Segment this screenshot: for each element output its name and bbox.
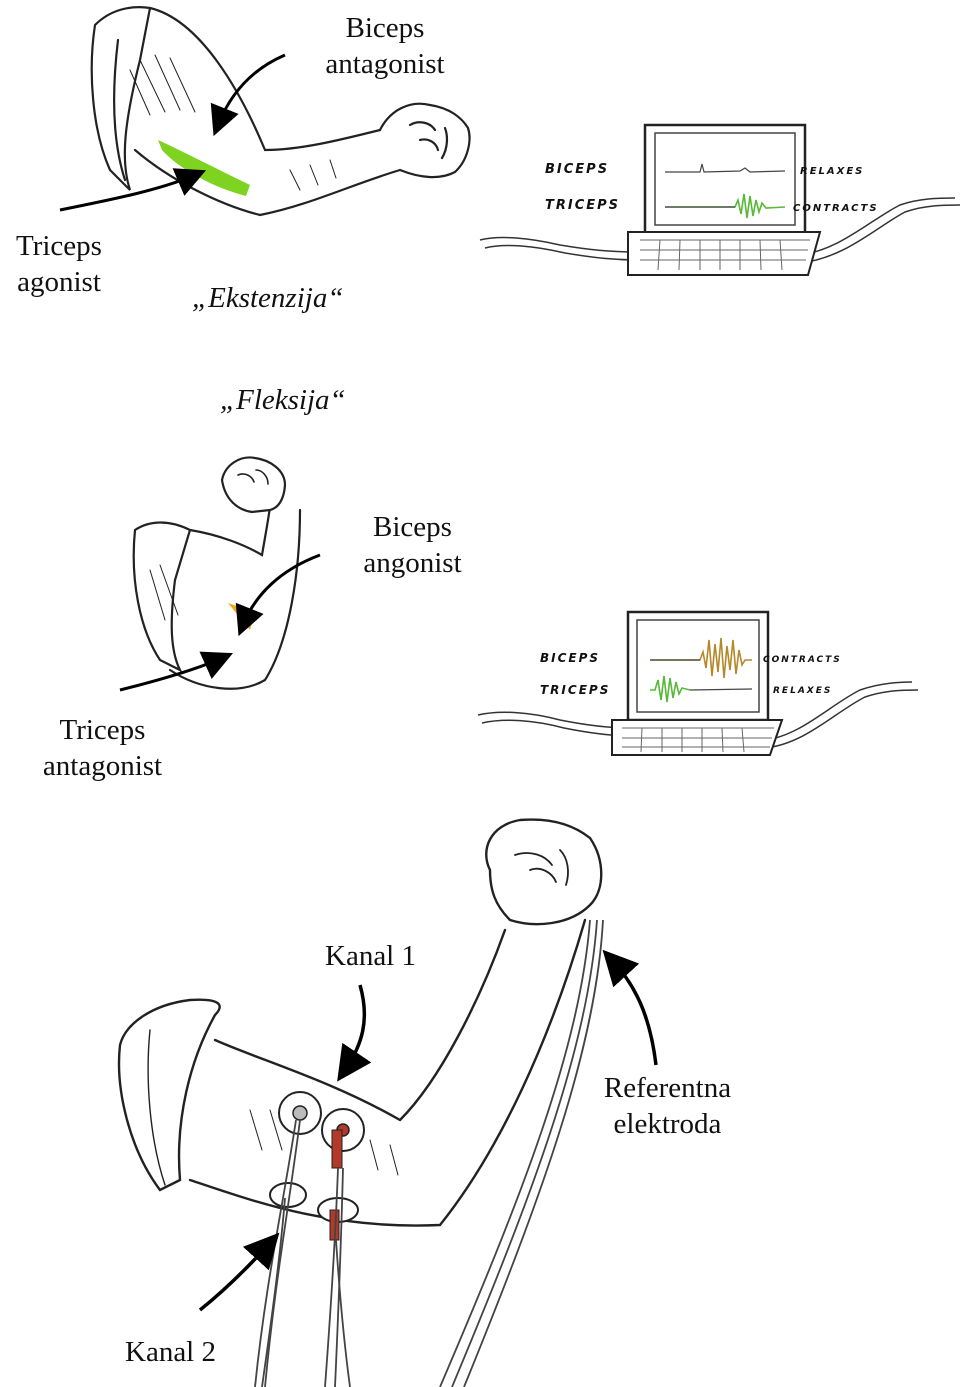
label-triceps-agonist: Triceps agonist [0, 228, 118, 300]
caption-extension: „Ekstenzija“ [192, 282, 343, 315]
label-biceps-antagonist: Biceps antagonist [325, 10, 445, 82]
triceps-highlight [158, 140, 250, 196]
label-reference-electrode: Referentna elektroda [600, 1070, 735, 1142]
screen2-row2-state: RELAXES [773, 686, 832, 696]
caption-flexion: „Fleksija“ [220, 384, 346, 417]
screen2-row1-name: BICEPS [540, 651, 600, 665]
label-biceps-angonist: Biceps angonist [350, 509, 475, 581]
arrow-biceps-mid [243, 555, 320, 625]
label-kanal2: Kanal 2 [125, 1334, 216, 1370]
screen2-row1-state: CONTRACTS [763, 655, 842, 665]
screen1-row1-state: RELAXES [800, 166, 864, 177]
arm-flexion-drawing [134, 457, 300, 688]
arrow-kanal1 [345, 985, 364, 1070]
screen2-row2-name: TRICEPS [540, 683, 610, 697]
arrow-kanal2 [200, 1243, 270, 1310]
label-kanal1: Kanal 1 [325, 938, 416, 974]
screen1-row1-name: BICEPS [545, 162, 609, 177]
arrow-biceps-top [218, 55, 285, 125]
label-triceps-antagonist: Triceps antagonist [35, 712, 170, 784]
screen1-row2-name: TRICEPS [545, 198, 620, 213]
electrode-cables [255, 920, 603, 1387]
arrow-reference [612, 960, 656, 1065]
screen1-row2-state: CONTRACTS [793, 203, 879, 214]
